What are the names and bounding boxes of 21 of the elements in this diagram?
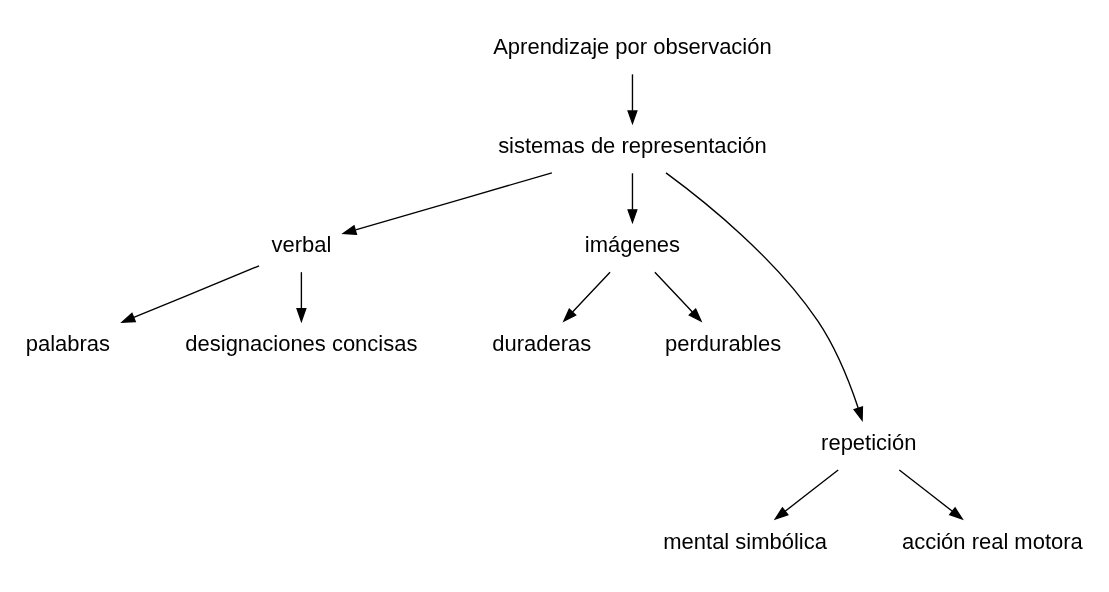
node-text: mental simbólica <box>663 528 827 554</box>
node-text: imágenes <box>584 231 681 257</box>
node-text: sistemas de representación <box>498 132 767 158</box>
arrow <box>654 271 703 323</box>
node-text: palabras <box>25 330 110 356</box>
arrow <box>562 271 611 323</box>
node-text: acción real motora <box>902 528 1083 554</box>
arrow <box>773 468 839 520</box>
node-text: perdurables <box>665 330 782 356</box>
node-text: repetición <box>821 429 917 455</box>
arrow <box>120 264 260 323</box>
arrow <box>898 468 964 520</box>
arrow <box>627 73 638 125</box>
node-text: Aprendizaje por observación <box>493 33 772 59</box>
arrow <box>341 171 553 235</box>
arrow <box>665 171 864 422</box>
node-text: designaciones concisas <box>185 330 418 356</box>
node-text: verbal <box>271 231 332 257</box>
arrow <box>296 271 307 323</box>
arrow <box>627 172 638 224</box>
node-text: duraderas <box>492 330 592 356</box>
